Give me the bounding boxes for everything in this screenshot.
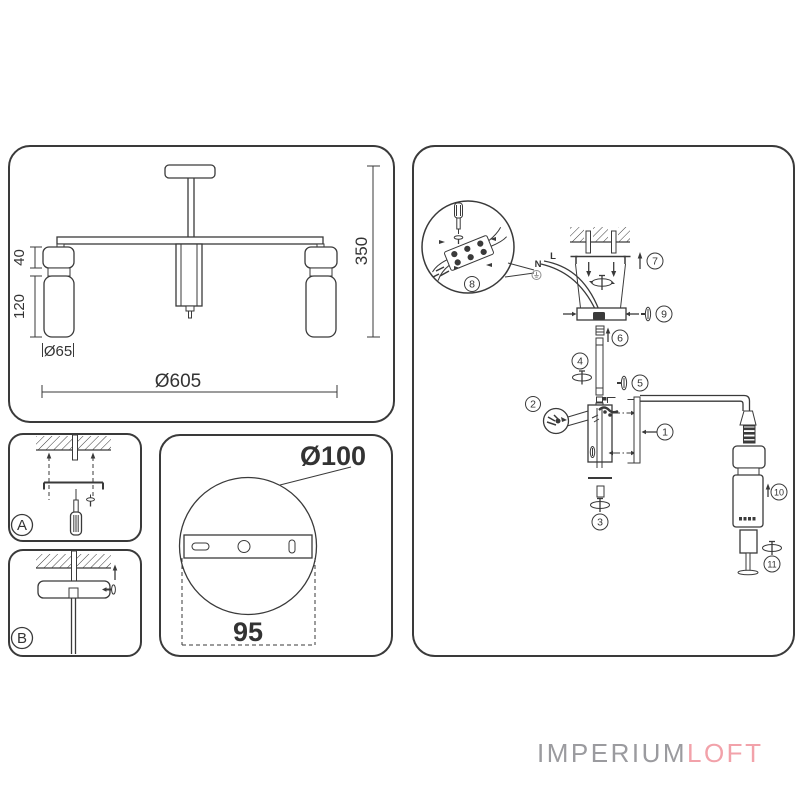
callout-8: 8 [464, 276, 480, 292]
step-a-drawing [36, 434, 111, 536]
panel-border [8, 145, 395, 423]
wire-neutral-label: N [535, 259, 542, 270]
plate-diameter-label: Ø100 [300, 441, 366, 471]
dim-shade-height: 120 [11, 294, 28, 319]
lamp-arm [627, 394, 751, 464]
bottom-finial [588, 477, 612, 512]
plate-drawing [178, 466, 352, 616]
center-hole [237, 540, 251, 553]
svg-text:3: 3 [597, 517, 603, 529]
dimension-fixture-diameter: Ø605 [41, 371, 338, 398]
leader-line [279, 466, 352, 486]
threaded-nipple [595, 325, 611, 342]
ceiling-hatch [570, 227, 630, 243]
supply-wires: N L [531, 251, 600, 312]
svg-text:5: 5 [637, 378, 643, 390]
canopy [563, 307, 639, 321]
callout-2: 2 [525, 396, 589, 435]
brand-logo: IMPERIUMLOFT [537, 738, 763, 769]
alignment-lines [608, 410, 636, 456]
svg-text:2: 2 [530, 399, 536, 411]
svg-text:4: 4 [577, 356, 583, 368]
up-arrow-10 [765, 483, 771, 497]
dim-socket-height: 40 [11, 249, 28, 266]
dimension-120: 120 [11, 275, 42, 338]
callout-4: 4 [571, 352, 589, 370]
assembly-panel: 8 N L [412, 145, 795, 657]
screw-icon [102, 584, 116, 595]
rotate-screw-icon-4 [572, 370, 592, 385]
svg-text:9: 9 [661, 309, 667, 321]
panel-border [8, 549, 142, 657]
dim-shade-diameter: Ø65 [44, 343, 72, 360]
rotate-screw-icon [589, 274, 615, 290]
plate-circle [178, 476, 318, 616]
hole-spacing-label: 95 [233, 617, 263, 647]
svg-text:6: 6 [617, 333, 623, 345]
screwdriver-icon [454, 202, 463, 234]
callout-9: 9 [655, 305, 673, 323]
svg-text:10: 10 [774, 487, 784, 497]
callout-7: 7 [646, 252, 664, 270]
screwdriver-icon [69, 489, 83, 536]
step-a-badge: A [10, 513, 34, 537]
callout-1: 1 [641, 423, 674, 441]
brand-logo-loft: LOFT [687, 738, 764, 768]
callout-6: 6 [611, 329, 629, 347]
callout-5: 5 [631, 374, 649, 392]
chandelier-front-view [42, 164, 338, 338]
wire-live-label: L [550, 251, 556, 262]
callout-11: 11 [763, 555, 781, 573]
step-a-panel: A [8, 433, 142, 542]
stem-rod [595, 337, 604, 409]
dimension-95: 95 [181, 558, 316, 647]
screw-icon [453, 235, 464, 244]
step-b-badge: B [10, 626, 34, 650]
dimension-shade-diameter: Ø65 [42, 343, 74, 360]
wiring-detail-bubble: 8 [421, 200, 535, 294]
slot-hole-right [288, 539, 296, 554]
svg-text:1: 1 [662, 427, 668, 439]
dimension-40: 40 [11, 246, 42, 269]
dim-fixture-diameter: Ø605 [155, 371, 201, 392]
mounting-bracket [43, 481, 104, 490]
lamp-bulb [737, 529, 759, 576]
screw-icon-9 [641, 306, 652, 322]
threaded-rod [71, 550, 77, 586]
dimensions-panel: 350 40 120 Ø65 [8, 145, 395, 423]
svg-text:7: 7 [652, 256, 658, 268]
mounting-bracket [570, 230, 631, 309]
screw-icon-5 [617, 375, 628, 391]
rotate-screw-icon-11 [762, 540, 782, 555]
brand-logo-imperium: IMPERIUM [537, 738, 687, 768]
step-b-label: B [17, 630, 27, 647]
step-b-drawing [36, 550, 118, 654]
panel-border [8, 433, 142, 542]
threaded-rod [72, 434, 78, 461]
dimension-350: 350 [352, 165, 380, 338]
central-hub [587, 397, 619, 468]
step-a-label: A [17, 517, 27, 534]
ground-symbol [531, 270, 542, 280]
step-b-panel: B [8, 549, 142, 657]
panel-border [159, 434, 393, 657]
socket-shade-assembly [732, 410, 766, 528]
terminal-block [432, 227, 508, 281]
canopy-plate-panel: Ø100 95 [159, 434, 393, 657]
stripped-wires [432, 266, 450, 278]
slot-hole-left [191, 542, 210, 551]
svg-text:11: 11 [767, 559, 776, 569]
screw-icon [86, 494, 95, 507]
dim-fixture-height: 350 [352, 237, 371, 265]
callout-3: 3 [591, 513, 609, 531]
up-arrow-7 [637, 252, 643, 269]
callout-10: 10 [770, 483, 788, 501]
svg-text:8: 8 [469, 279, 475, 291]
panel-border [412, 145, 795, 657]
